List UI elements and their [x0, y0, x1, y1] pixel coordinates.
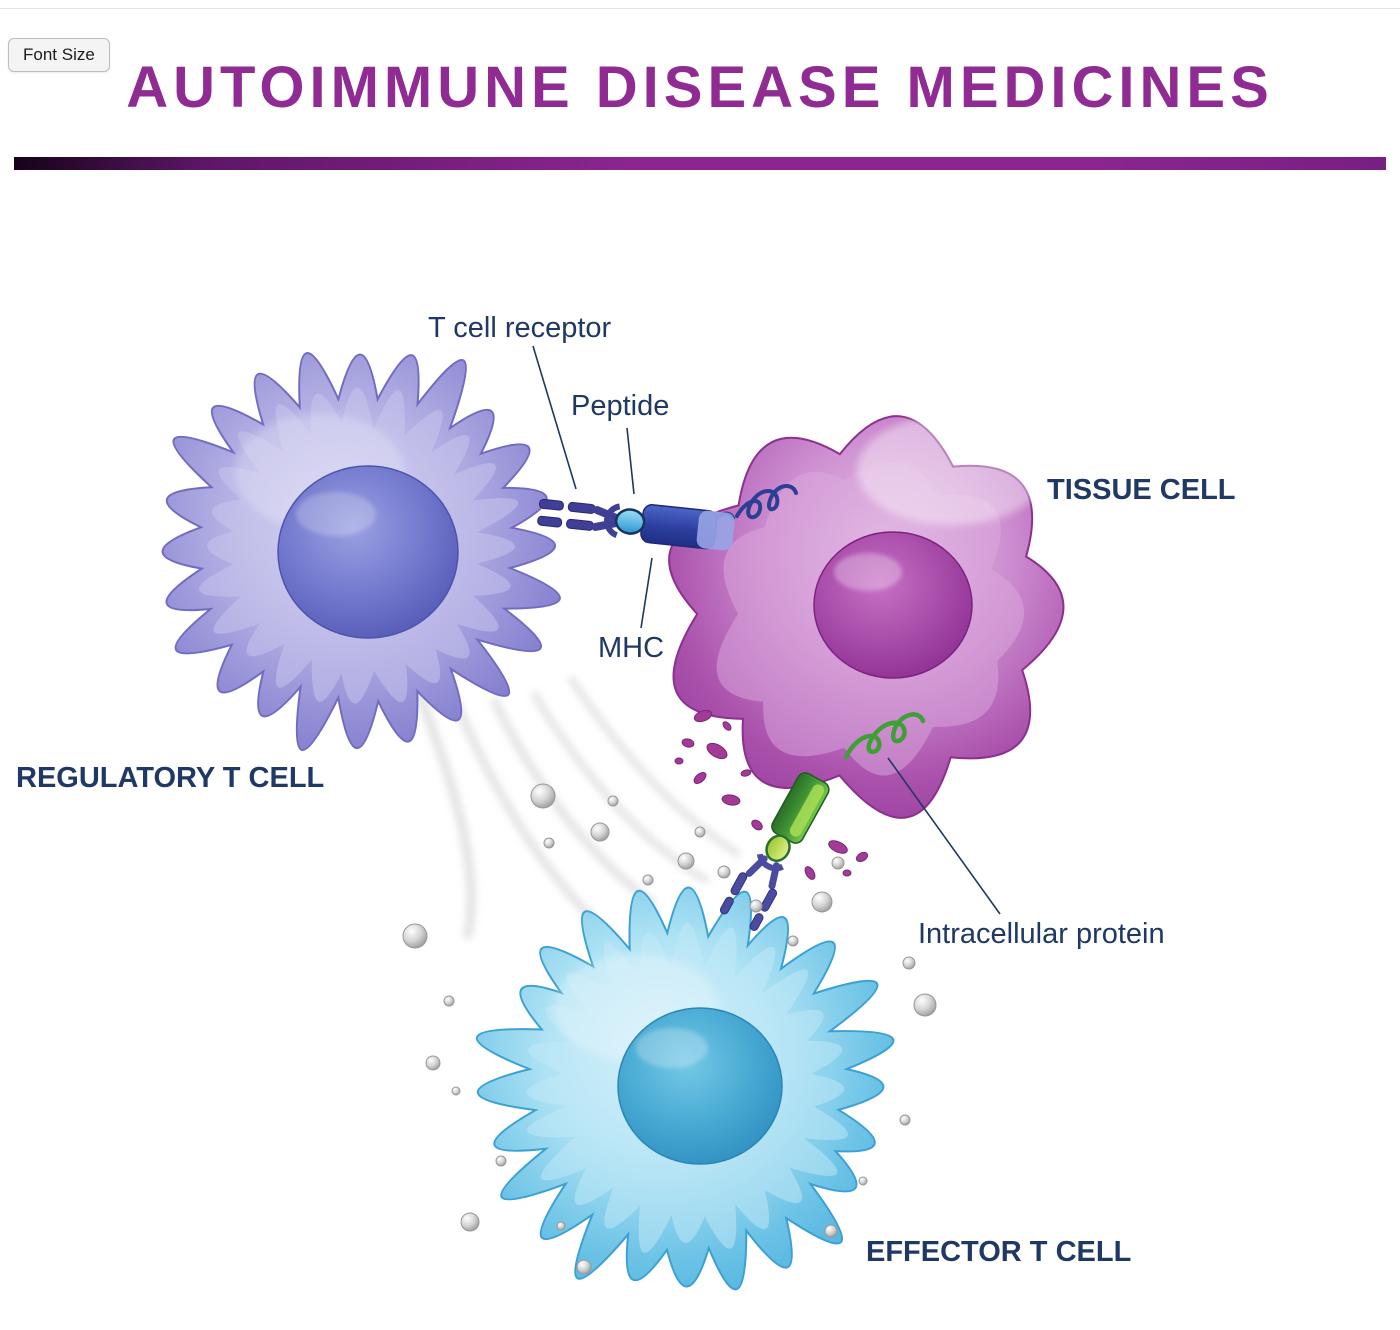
- peptide-molecule: [614, 508, 646, 535]
- leader-line-intracellular-protein: [887, 757, 1001, 915]
- leader-line-mhc: [640, 557, 653, 629]
- tcr-bar: [538, 498, 564, 511]
- granule-bubble: [749, 899, 763, 913]
- granule-bubble: [831, 856, 845, 870]
- tissue-cell-highlight: [857, 415, 1047, 525]
- tcr-bar: [537, 515, 563, 528]
- effector-tcr-clamp-arc: [756, 853, 784, 872]
- label-intracellular-protein: Intracellular protein: [918, 918, 1165, 950]
- debris-fragment: [751, 819, 763, 831]
- granule-bubble: [824, 1224, 838, 1238]
- effector-tcr-arm: [745, 855, 768, 877]
- font-size-button[interactable]: Font Size: [8, 38, 110, 72]
- label-tissue-cell: TISSUE CELL: [1047, 474, 1236, 506]
- effector-nucleus-highlight: [636, 1028, 708, 1068]
- granule-bubble: [425, 1055, 441, 1071]
- secretion-streak: [531, 691, 710, 884]
- debris-fragment: [740, 769, 752, 777]
- secretion-streak: [568, 676, 741, 857]
- debris-fragment: [721, 794, 741, 806]
- debris-fragment: [804, 866, 816, 880]
- label-peptide: Peptide: [571, 390, 670, 422]
- mhc-membrane-anchor: [696, 510, 735, 551]
- granule-bubble: [460, 1212, 480, 1232]
- label-leader-lines: [532, 345, 1001, 915]
- leader-line-peptide: [626, 427, 635, 495]
- green-peptide-molecule: [765, 834, 791, 863]
- debris-fragment: [693, 772, 707, 784]
- granule-bubble: [451, 1086, 461, 1096]
- effector-t-cell-graphic: [475, 886, 895, 1291]
- debris-fragment: [706, 742, 728, 760]
- granule-bubble: [642, 874, 654, 886]
- effector-tcr-arm: [768, 862, 780, 890]
- granule-bubble: [607, 795, 619, 807]
- green-mhc-highlight: [789, 784, 825, 837]
- debris-fragment: [693, 709, 713, 723]
- granule-bubble: [556, 1221, 566, 1231]
- granule-bubble: [899, 1114, 911, 1126]
- tissue-nucleus-highlight: [834, 553, 902, 591]
- effector-nucleus: [617, 1007, 783, 1165]
- tcr-bar: [566, 518, 595, 531]
- effector-tcr-bar: [719, 896, 734, 915]
- cell-debris: [674, 709, 869, 880]
- granule-bubble: [590, 822, 610, 842]
- label-effector-t-cell: EFFECTOR T CELL: [866, 1236, 1132, 1268]
- label-t-cell-receptor: T cell receptor: [428, 312, 612, 344]
- granule-bubbles: [402, 783, 937, 1275]
- debris-fragment: [674, 757, 684, 765]
- debris-fragment: [855, 851, 869, 863]
- green-receptor-complex-graphic: [719, 772, 830, 931]
- regulatory-t-cell-graphic: [161, 352, 561, 751]
- label-regulatory-t-cell: REGULATORY T CELL: [16, 762, 325, 794]
- granule-bubble: [694, 826, 706, 838]
- debris-fragment: [681, 738, 695, 748]
- granule-bubble: [530, 783, 556, 809]
- label-mhc: MHC: [598, 632, 665, 664]
- granule-bubble: [677, 852, 695, 870]
- effector-tcr-bar: [760, 888, 778, 912]
- tcr-clamp-arc: [603, 503, 621, 539]
- granule-bubble: [402, 923, 428, 949]
- debris-fragment: [842, 869, 852, 877]
- granule-bubble: [787, 935, 799, 947]
- tissue-nucleus: [813, 531, 973, 679]
- granule-bubble: [913, 993, 937, 1017]
- secretion-streak: [491, 698, 656, 907]
- granule-bubble: [902, 956, 916, 970]
- intracellular-protein-squiggle: [843, 712, 926, 760]
- top-divider: [0, 8, 1400, 9]
- granule-bubble: [858, 1176, 868, 1186]
- protein-squiggle-blue: [735, 483, 798, 520]
- granule-bubble: [443, 995, 455, 1007]
- tcr-mhc-complex-graphic: [537, 498, 735, 551]
- effector-tcr-bar: [749, 913, 764, 931]
- granule-bubble: [495, 1155, 507, 1167]
- regulatory-nucleus-highlight: [296, 492, 376, 536]
- granule-bubble: [811, 891, 833, 913]
- granule-bubble: [576, 1259, 592, 1275]
- title-divider-bar: [14, 157, 1386, 170]
- secretion-streak: [451, 696, 596, 922]
- secretion-streak: [415, 690, 476, 940]
- debris-fragment: [722, 721, 732, 731]
- tissue-cell-graphic: [668, 415, 1065, 819]
- leader-line-t-cell-receptor: [532, 345, 577, 490]
- granule-bubble: [717, 865, 731, 879]
- regulatory-nucleus: [277, 465, 459, 639]
- page-title: AUTOIMMUNE DISEASE MEDICINES: [126, 55, 1274, 120]
- granule-bubble: [543, 837, 555, 849]
- effector-tcr-bar: [730, 872, 748, 896]
- debris-fragment: [828, 840, 848, 854]
- tcr-bar: [567, 501, 596, 514]
